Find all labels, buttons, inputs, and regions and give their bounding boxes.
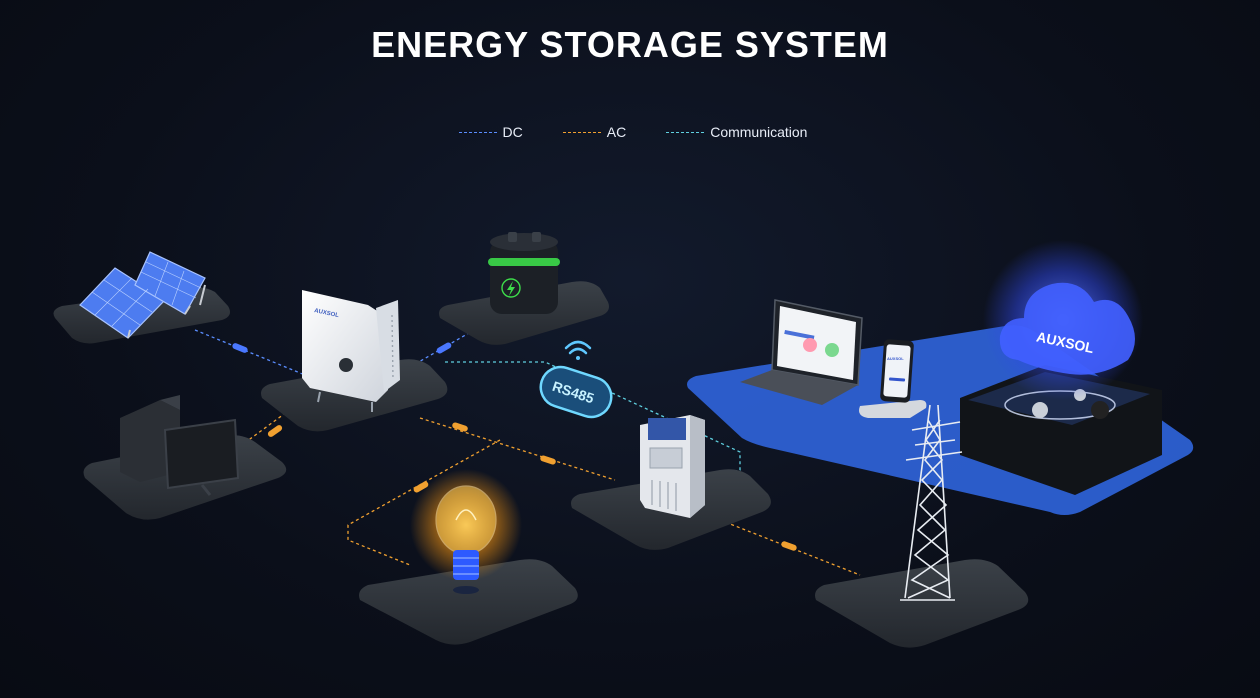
ac-line-inverter-meter bbox=[419, 417, 616, 481]
legend-item-dc: DC bbox=[453, 124, 523, 140]
page-title: ENERGY STORAGE SYSTEM bbox=[371, 24, 889, 65]
ac-line-swatch bbox=[562, 131, 601, 133]
inverter-button bbox=[339, 358, 353, 372]
comm-line-inverter-meter bbox=[445, 361, 741, 479]
dc-capsule-1 bbox=[232, 343, 248, 353]
phone-brand-label: AUXSOL bbox=[887, 356, 904, 361]
backup-load-icon bbox=[120, 395, 240, 496]
battery-icon bbox=[488, 232, 560, 314]
smart-meter-icon bbox=[640, 415, 705, 518]
ac-capsule-4 bbox=[413, 481, 429, 493]
phone-icon: AUXSOL bbox=[859, 339, 927, 418]
cloud-shape bbox=[999, 282, 1135, 375]
ac-capsule-3 bbox=[540, 455, 556, 465]
laptop-icon bbox=[740, 299, 863, 405]
bolt-icon bbox=[507, 281, 515, 296]
power-tower-icon bbox=[900, 404, 963, 601]
legend: DC AC Communication bbox=[0, 124, 1260, 140]
inverter-icon: AUXSOL bbox=[302, 290, 400, 412]
dc-line-solar-inverter bbox=[194, 329, 306, 376]
legend-item-ac: AC bbox=[557, 124, 626, 140]
dc-capsule-2 bbox=[436, 342, 452, 354]
legend-label-dc: DC bbox=[502, 124, 523, 140]
inverter-brand-label: AUXSOL bbox=[314, 308, 340, 319]
legend-label-communication: Communication bbox=[710, 124, 808, 140]
ac-line-load bbox=[347, 439, 501, 566]
solar-panel-icon bbox=[79, 251, 206, 339]
ac-line-meter-grid bbox=[719, 519, 861, 576]
light-bulb-icon bbox=[410, 469, 522, 594]
ac-capsule-2 bbox=[452, 422, 468, 432]
dc-line-swatch bbox=[458, 131, 497, 133]
wifi-icon bbox=[564, 340, 592, 360]
ac-capsule-5 bbox=[781, 541, 797, 551]
grid-platform bbox=[815, 559, 1029, 648]
rs485-badge: RS485 bbox=[539, 365, 613, 419]
ac-capsule-1 bbox=[267, 425, 283, 437]
cloud-server-icon: AUXSOL bbox=[960, 240, 1162, 495]
battery-glow-band bbox=[488, 258, 560, 266]
communication-line-swatch bbox=[666, 131, 705, 133]
legend-item-communication: Communication bbox=[660, 124, 807, 140]
load-platform bbox=[359, 559, 578, 645]
legend-label-ac: AC bbox=[606, 124, 627, 140]
connector-capsules bbox=[232, 342, 797, 551]
